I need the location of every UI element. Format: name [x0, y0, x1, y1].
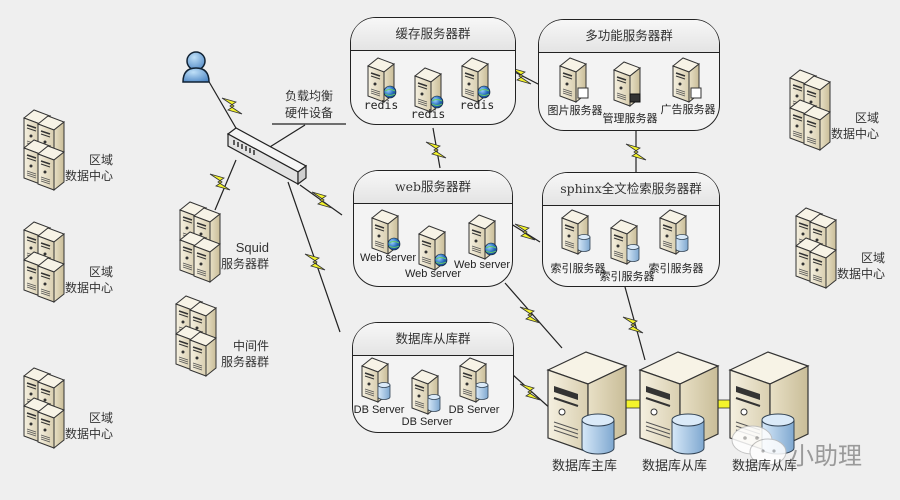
regional-dc-label: 区域 数据中心: [60, 152, 113, 184]
wechat-icon: [731, 425, 787, 466]
db-master-server[interactable]: [547, 351, 627, 455]
label-line: 硬件设备: [284, 106, 333, 120]
group-title: 数据库从库群: [353, 323, 513, 356]
label-line: 负载均衡: [284, 89, 333, 103]
node-label: Web server: [404, 268, 462, 280]
regional-dc-stack[interactable]: [24, 222, 64, 302]
regional-dc-stack[interactable]: [796, 208, 836, 288]
bolt-icon: [304, 253, 326, 271]
label-line: 区域: [88, 265, 113, 279]
label-line: 数据中心: [64, 281, 113, 295]
node-label: DB Server: [353, 404, 405, 416]
link-lb-squid: [214, 159, 237, 211]
node-label: 索引服务器: [599, 270, 655, 283]
regional-dc-stack[interactable]: [790, 70, 830, 150]
load-balancer-icon[interactable]: [226, 127, 308, 186]
database-icon: [671, 413, 705, 455]
regional-dc-label: 区域 数据中心: [832, 250, 885, 282]
node-label: redis: [410, 107, 446, 121]
link-web-dbmaster: [504, 282, 563, 349]
node-label: 索引服务器: [648, 262, 704, 275]
group-title: 多功能服务器群: [539, 20, 719, 53]
label-line: 中间件: [232, 339, 269, 353]
bolt-icon: [519, 383, 541, 401]
middleware-server-stack[interactable]: [176, 296, 216, 376]
label-line: 数据中心: [836, 267, 885, 281]
regional-dc-label: 区域 数据中心: [826, 110, 879, 142]
db-slave-label: 数据库从库: [732, 459, 798, 474]
database-icon: [581, 413, 615, 455]
link-user-lb: [207, 79, 241, 136]
label-line: 数据中心: [64, 427, 113, 441]
link-dbslavegroup-dbmaster: [512, 374, 553, 411]
node-label: DB Server: [448, 404, 500, 416]
watermark-text: 小助理: [790, 442, 862, 470]
regional-dc-label: 区域 数据中心: [60, 410, 113, 442]
bolt-icon: [221, 97, 243, 115]
label-line: 区域: [854, 111, 879, 125]
node-label: Web server: [359, 252, 417, 264]
bolt-icon: [514, 223, 536, 241]
label-line: 区域: [88, 153, 113, 167]
label-line: 数据中心: [830, 127, 879, 141]
squid-label: Squid 服务器群: [212, 240, 269, 272]
label-line: 数据中心: [64, 169, 113, 183]
link-sphinx-dbslave1: [624, 286, 646, 361]
regional-dc-label: 区域 数据中心: [60, 264, 113, 296]
user-icon[interactable]: [182, 51, 210, 83]
group-title: sphinx全文检索服务器群: [543, 173, 719, 206]
regional-dc-stack[interactable]: [24, 368, 64, 448]
node-label: 广告服务器: [660, 103, 716, 116]
group-title: web服务器群: [354, 171, 512, 204]
node-label: 索引服务器: [550, 262, 606, 275]
link-lb-label: [264, 124, 306, 151]
label-line: 区域: [88, 411, 113, 425]
bolt-icon: [622, 316, 644, 334]
node-label: Web server: [453, 259, 511, 271]
node-label: DB Server: [401, 416, 453, 428]
label-line: 服务器群: [220, 355, 269, 369]
node-label: redis: [459, 98, 495, 112]
load-balancer-label: 负载均衡 硬件设备: [272, 88, 346, 122]
middleware-label: 中间件 服务器群: [212, 338, 269, 370]
node-label: 管理服务器: [602, 112, 658, 125]
node-label: redis: [363, 98, 399, 112]
node-label: 图片服务器: [547, 104, 603, 117]
db-master-label: 数据库主库: [552, 459, 618, 474]
label-line: 区域: [860, 251, 885, 265]
db-slave-label: 数据库从库: [642, 459, 708, 474]
regional-dc-stack[interactable]: [24, 110, 64, 190]
bolt-icon: [519, 306, 541, 324]
label-line: Squid: [235, 240, 269, 255]
bolt-icon: [311, 191, 333, 209]
db-slave-server[interactable]: [639, 351, 719, 455]
group-title: 缓存服务器群: [351, 18, 515, 51]
label-line: 服务器群: [220, 257, 269, 271]
